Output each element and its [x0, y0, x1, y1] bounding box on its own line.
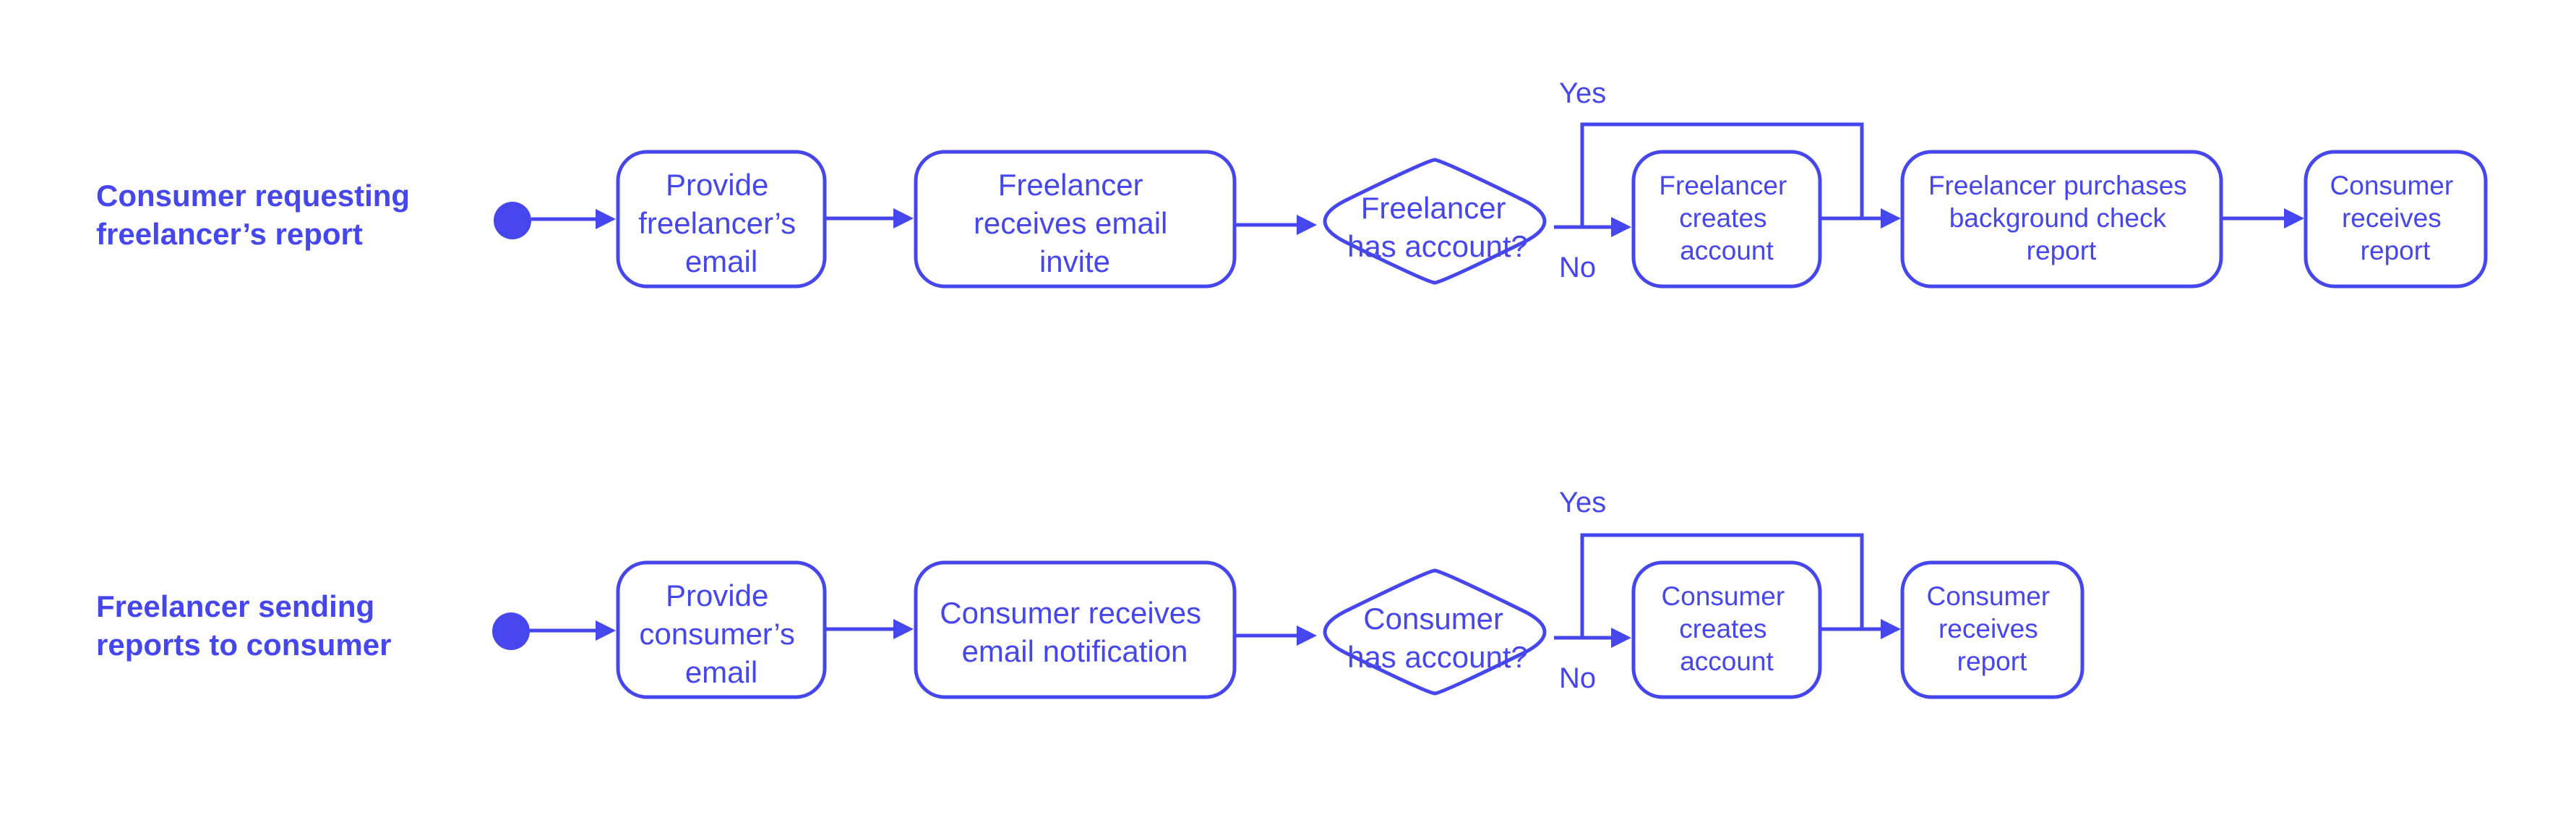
lane-consumer-requesting: Consumer requesting freelancer’s report …	[96, 77, 2488, 289]
step-label-line: Freelancer purchases	[1928, 171, 2187, 200]
step-label-line: receives	[2342, 203, 2442, 233]
lane-title: Freelancer sending reports to consumer	[96, 589, 391, 662]
step-label: Freelancer receives email invite	[974, 168, 1176, 278]
step-provide-email: Provide freelancer’s email	[616, 150, 827, 289]
step-label-line: creates	[1679, 203, 1766, 233]
start-node	[494, 202, 531, 239]
step-label-line: receives	[1939, 614, 2038, 644]
branch-label-yes: Yes	[1559, 77, 1606, 109]
step-box	[914, 560, 1237, 699]
step-purchases-report: Freelancer purchases background check re…	[1900, 150, 2223, 289]
step-label: Consumer creates account	[1662, 581, 1793, 676]
step-label-line: Consumer	[1662, 581, 1785, 611]
step-label: Consumer receives email notification	[940, 596, 1209, 668]
start-node	[492, 612, 530, 650]
decision-diamond	[1323, 568, 1547, 696]
step-label: Consumer receives report	[1927, 581, 2058, 676]
step-label-line: account	[1680, 236, 1774, 265]
arrowhead	[596, 209, 616, 229]
step-label-line: Consumer	[1927, 581, 2051, 611]
step-creates-account: Freelancer creates account	[1631, 150, 1822, 289]
arrowhead	[2284, 208, 2304, 229]
decision-label-line: Freelancer	[1361, 191, 1506, 225]
arrowhead	[1881, 619, 1901, 639]
decision-label: Consumer has account?	[1347, 602, 1528, 674]
arrowhead	[1297, 625, 1317, 646]
decision-label-line: Consumer	[1363, 602, 1503, 636]
step-label-line: Consumer	[2330, 171, 2454, 200]
step-label-line: email	[685, 655, 757, 689]
step-label: Consumer receives report	[2330, 171, 2461, 265]
step-box	[2304, 150, 2488, 289]
arrowhead	[893, 619, 914, 639]
decision-diamond	[1323, 158, 1547, 285]
branch-label-yes: Yes	[1559, 487, 1606, 518]
lane-title-line: Freelancer sending	[96, 589, 374, 623]
step-label-line: invite	[1039, 244, 1110, 278]
step-label-line: report	[2361, 236, 2431, 265]
step-label: Freelancer purchases background check re…	[1928, 171, 2194, 265]
step-box	[1900, 560, 2085, 699]
step-label-line: receives email	[974, 206, 1167, 240]
step-label-line: freelancer’s	[638, 206, 796, 240]
step-receives-report: Consumer receives report	[2304, 150, 2488, 289]
arrowhead	[1881, 208, 1901, 229]
step-label-line: Provide	[666, 578, 768, 612]
decision-label: Freelancer has account?	[1347, 191, 1528, 263]
step-provide-email: Provide consumer’s email	[616, 560, 827, 699]
step-creates-account: Consumer creates account	[1631, 560, 1822, 699]
step-label-line: report	[2027, 236, 2097, 265]
step-label-line: account	[1680, 646, 1774, 676]
decision-label-line: has account?	[1347, 640, 1528, 674]
step-label: Provide consumer’s email	[639, 578, 803, 689]
arrowhead	[596, 620, 616, 641]
step-label-line: email notification	[962, 634, 1188, 668]
step-label-line: report	[1957, 646, 2027, 676]
lane-title-line: freelancer’s report	[96, 217, 363, 251]
decision-has-account: Consumer has account?	[1323, 568, 1547, 696]
step-label-line: Provide	[666, 168, 768, 202]
connectors	[531, 122, 2304, 237]
lane-title-line: reports to consumer	[96, 628, 391, 662]
branch-label-no: No	[1559, 252, 1596, 283]
step-box	[914, 150, 1237, 289]
step-label-line: Freelancer	[1659, 171, 1787, 200]
lane-title: Consumer requesting freelancer’s report	[96, 179, 418, 251]
arrowhead	[1297, 215, 1317, 235]
lane-title-line: Consumer requesting	[96, 179, 410, 213]
arrowhead	[1611, 628, 1631, 648]
step-receives-report: Consumer receives report	[1900, 560, 2085, 699]
step-label: Freelancer creates account	[1659, 171, 1794, 265]
branch-label-no: No	[1559, 662, 1596, 694]
step-label-line: consumer’s	[639, 617, 795, 651]
decision-label-line: has account?	[1347, 229, 1528, 263]
decision-has-account: Freelancer has account?	[1323, 158, 1547, 285]
yes-bypass-line	[1580, 533, 1864, 638]
lane-freelancer-sending: Freelancer sending reports to consumer P…	[96, 487, 2085, 699]
arrowhead	[893, 208, 914, 229]
step-receives-email-notification: Consumer receives email notification	[914, 560, 1237, 699]
step-label-line: background check	[1949, 203, 2167, 233]
arrowhead	[1611, 217, 1631, 237]
connectors	[530, 533, 1901, 648]
step-label-line: creates	[1679, 614, 1766, 644]
step-receives-email-invite: Freelancer receives email invite	[914, 150, 1237, 289]
yes-bypass-line	[1580, 122, 1864, 227]
step-label: Provide freelancer’s email	[638, 168, 804, 278]
step-label-line: Freelancer	[998, 168, 1143, 202]
step-label-line: email	[685, 244, 757, 278]
step-label-line: Consumer receives	[940, 596, 1201, 630]
